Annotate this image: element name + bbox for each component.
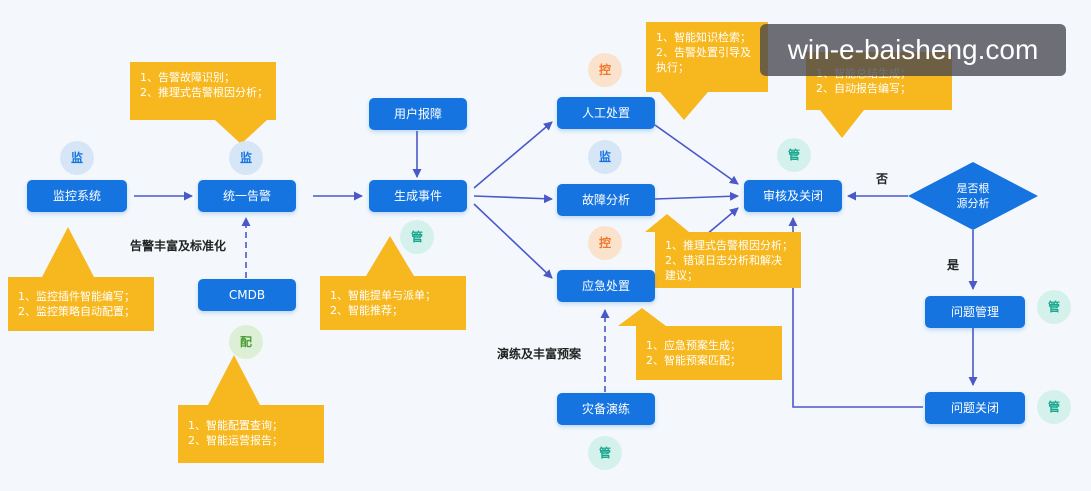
badge-monitor: 监 (588, 140, 622, 174)
node-manual-handling[interactable]: 人工处置 (557, 97, 655, 129)
node-fault-analysis[interactable]: 故障分析 (557, 184, 655, 216)
note-tail (820, 110, 864, 138)
note-emergency-ai: 1、应急预案生成； 2、智能预案匹配； (636, 326, 782, 380)
label-yes: 是 (947, 258, 960, 272)
decision-line-1: 是否根 (956, 182, 990, 195)
arrow-close-to-review (788, 217, 923, 408)
note-tail (660, 92, 708, 120)
watermark: win-e-baisheng.com (760, 24, 1066, 76)
note-fault-ai: 1、推理式告警根因分析； 2、错误日志分析和解决 建议； (655, 232, 801, 288)
arrow-event-to-manual (473, 121, 553, 189)
label-drill-enrich: 演练及丰富预案 (497, 347, 582, 361)
node-root-cause-decision[interactable]: 是否根 源分析 (933, 181, 1013, 211)
node-monitor-system[interactable]: 监控系统 (27, 180, 127, 212)
label-alert-enrich: 告警丰富及标准化 (130, 239, 227, 253)
badge-manage: 管 (777, 138, 811, 172)
badge-manage: 管 (588, 436, 622, 470)
badge-config: 配 (229, 325, 263, 359)
node-review-close[interactable]: 审核及关闭 (744, 180, 842, 212)
label-no: 否 (876, 172, 889, 186)
decision-diamond-shape (908, 162, 1038, 230)
badge-manage: 管 (1037, 390, 1071, 424)
note-alert-ai: 1、告警故障识别； 2、推理式告警根因分析； (130, 62, 276, 120)
badge-manage: 管 (400, 220, 434, 254)
note-tail (208, 355, 260, 405)
note-manual-ai: 1、智能知识检索； 2、告警处置引导及 执行； (646, 22, 768, 92)
badge-control: 控 (588, 226, 622, 260)
note-tail (42, 227, 94, 277)
node-problem-management[interactable]: 问题管理 (925, 296, 1025, 328)
node-unified-alert[interactable]: 统一告警 (198, 180, 296, 212)
node-user-report[interactable]: 用户报障 (369, 98, 467, 130)
node-problem-close[interactable]: 问题关闭 (925, 392, 1025, 424)
note-cmdb-ai: 1、智能配置查询； 2、智能运营报告； (178, 405, 324, 463)
badge-manage: 管 (1037, 290, 1071, 324)
note-event-ai: 1、智能提单与派单； 2、智能推荐； (320, 276, 466, 330)
note-monitor-ai: 1、监控插件智能编写； 2、监控策略自动配置； (8, 277, 154, 331)
arrow-event-to-fault (473, 194, 553, 204)
node-emergency-handling[interactable]: 应急处置 (557, 270, 655, 302)
note-tail (618, 308, 666, 326)
note-tail (215, 120, 267, 144)
note-tail (645, 214, 689, 232)
arrow-manual-to-review (654, 124, 739, 185)
decision-line-2: 源分析 (956, 197, 990, 210)
node-dr-drill[interactable]: 灾备演练 (557, 393, 655, 425)
badge-control: 控 (588, 53, 622, 87)
node-cmdb[interactable]: CMDB (198, 279, 296, 311)
badge-monitor: 监 (60, 141, 94, 175)
arrow-fault-to-review (654, 191, 739, 201)
badge-monitor: 监 (229, 141, 263, 175)
node-generate-event[interactable]: 生成事件 (369, 180, 467, 212)
arrow-event-to-emergency (473, 203, 553, 279)
